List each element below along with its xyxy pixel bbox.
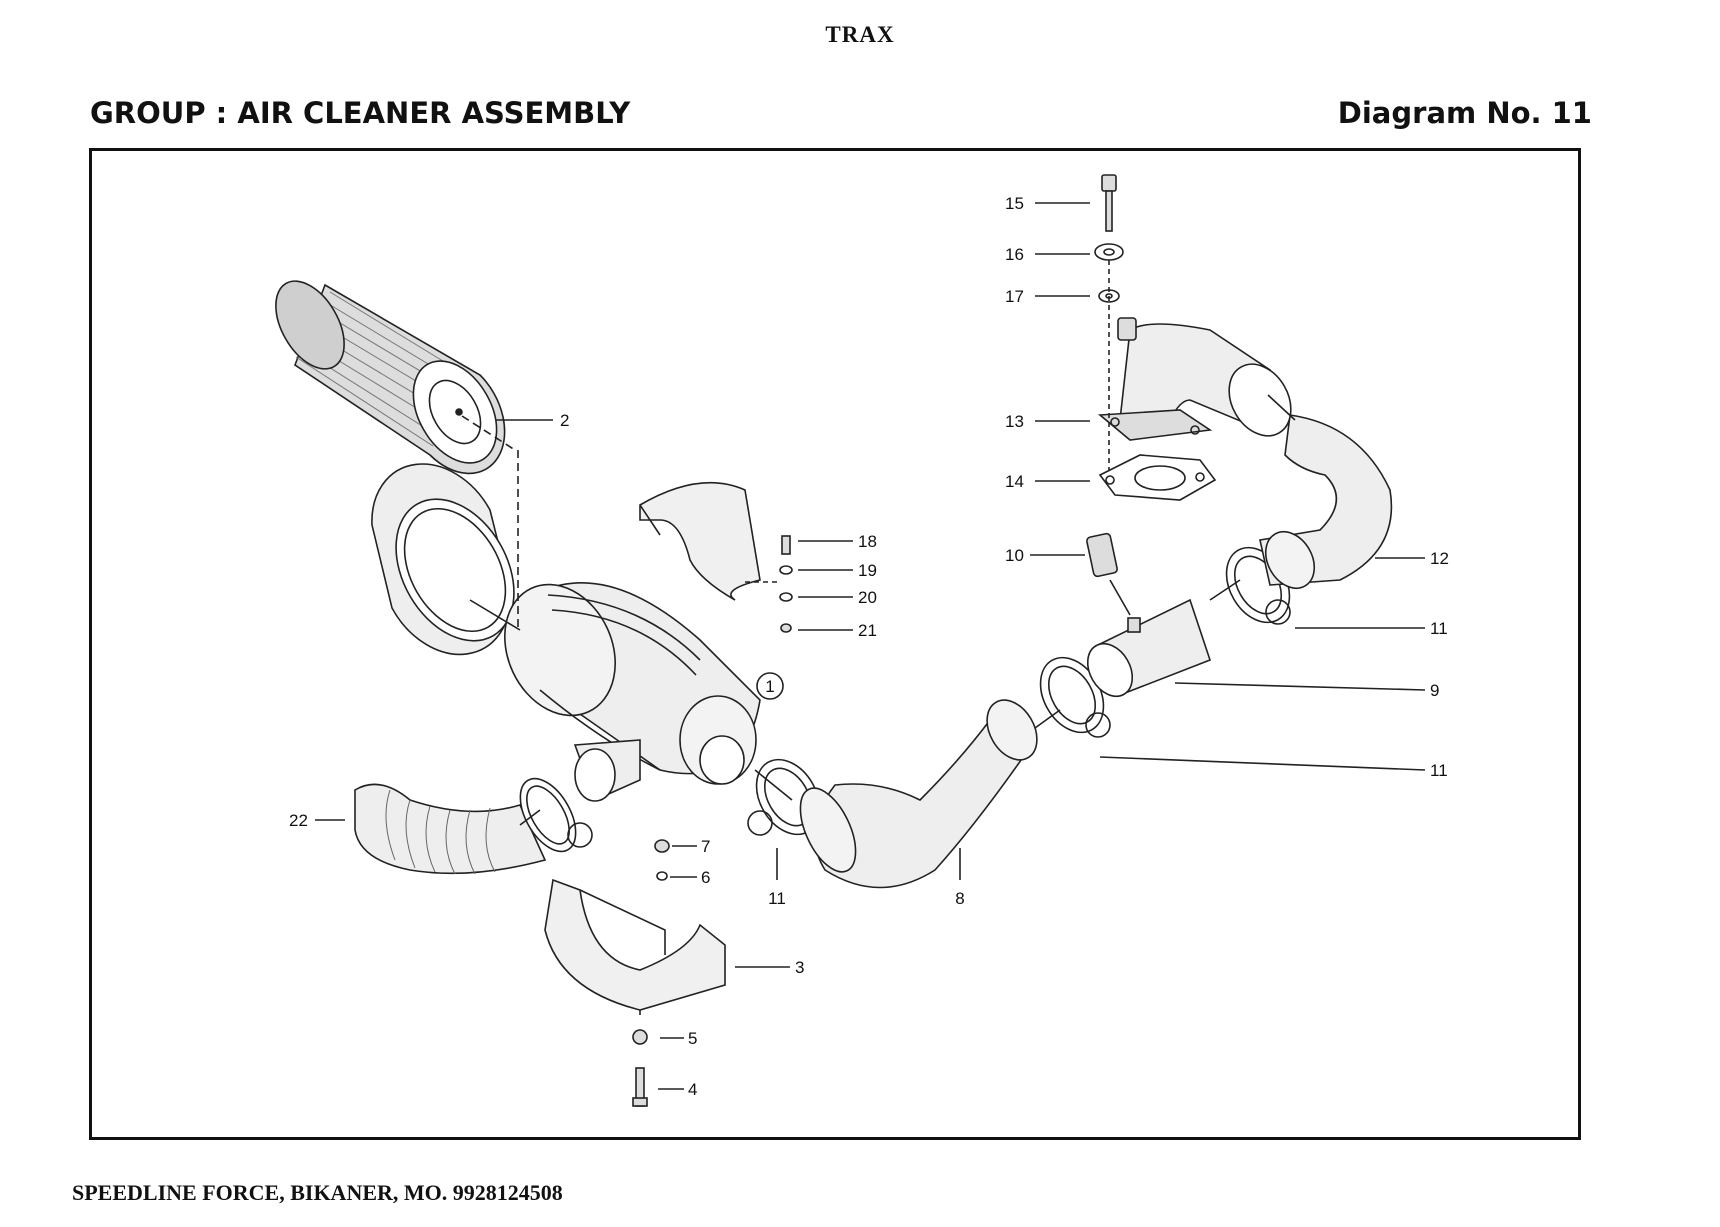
callout-13: 13	[1005, 412, 1024, 431]
inlet-hose	[354, 783, 547, 875]
assembly-lines	[461, 394, 1296, 826]
group-title: GROUP : AIR CLEANER ASSEMBLY	[90, 96, 631, 130]
callout-11c: 11	[1430, 619, 1448, 638]
brand-title: TRAX	[825, 22, 895, 47]
mounting-band	[371, 463, 515, 656]
callout-1-circle	[756, 672, 784, 700]
callout-8: 8	[955, 889, 964, 908]
callout-7: 7	[701, 837, 710, 856]
diagram-number: Diagram No. 11	[1337, 96, 1592, 130]
callout-20: 20	[858, 588, 877, 607]
sensor	[1086, 532, 1131, 616]
gasket	[1098, 454, 1217, 501]
callout-5: 5	[688, 1029, 697, 1048]
callout-16: 16	[1005, 245, 1024, 264]
air-cleaner-housing	[504, 582, 761, 802]
callout-2: 2	[560, 411, 569, 430]
bracket-hardware	[779, 535, 793, 633]
intake-elbow	[1097, 317, 1292, 441]
diagram-frame	[89, 148, 1581, 1140]
callout-11b: 11	[1430, 761, 1448, 780]
bolt-stack-upper	[1094, 174, 1124, 470]
upper-bracket	[639, 481, 780, 601]
leader-lines	[315, 202, 1426, 1090]
hose	[799, 699, 1038, 889]
mounting-bracket-lower	[544, 878, 726, 1015]
callout-18: 18	[858, 532, 877, 551]
filter-element	[275, 280, 506, 475]
callout-17: 17	[1005, 287, 1024, 306]
callout-4: 4	[688, 1080, 697, 1099]
footer-contact: SPEEDLINE FORCE, BIKANER, MO. 9928124508	[72, 1180, 563, 1205]
callout-15: 15	[1005, 194, 1024, 213]
callout-10: 10	[1005, 546, 1024, 565]
elbow-hose	[1259, 414, 1393, 590]
callout-19: 19	[858, 561, 877, 580]
callout-6: 6	[701, 868, 710, 887]
callout-21: 21	[858, 621, 877, 640]
lower-hardware	[632, 839, 670, 1107]
callout-11a: 11	[768, 889, 786, 908]
callout-14: 14	[1005, 472, 1024, 491]
callout-22: 22	[289, 811, 308, 830]
callout-9: 9	[1430, 681, 1439, 700]
callout-1: 1	[765, 677, 774, 696]
callout-12: 12	[1430, 549, 1449, 568]
pipe	[1086, 598, 1211, 698]
callout-3: 3	[795, 958, 804, 977]
